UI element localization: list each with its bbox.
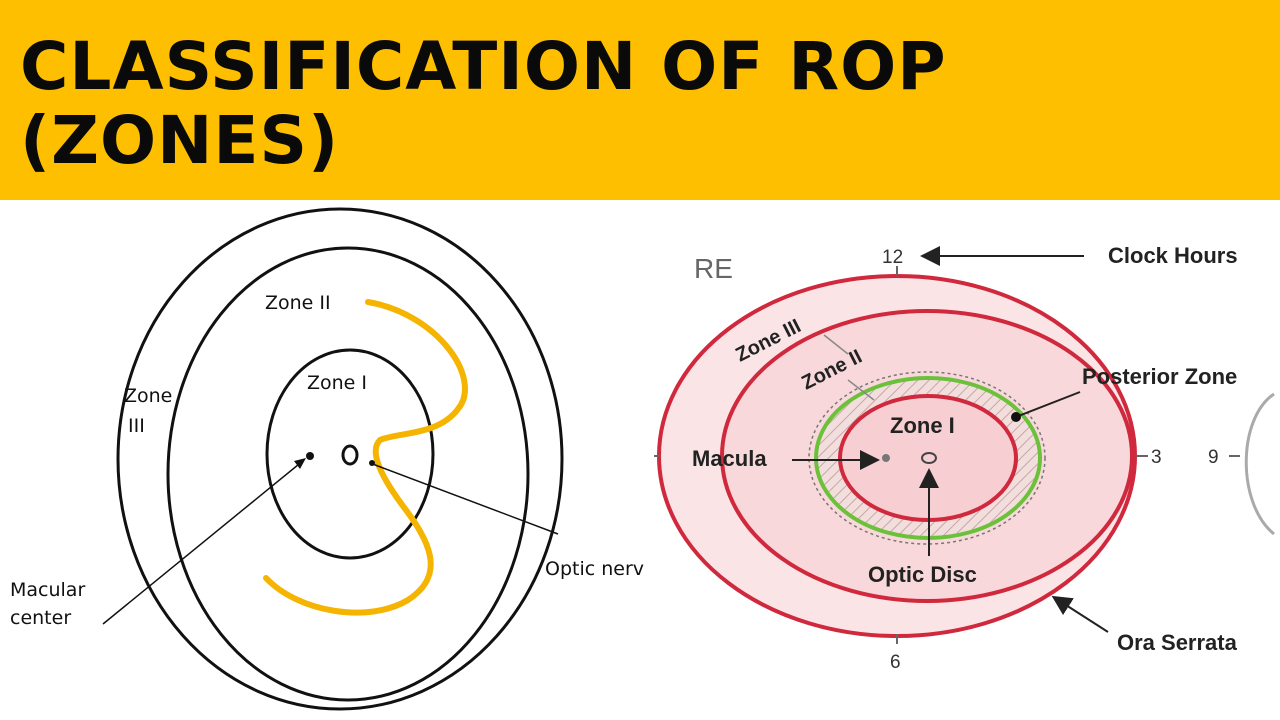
label-right-eye: RE — [694, 253, 733, 284]
posterior-zone-dotted-ellipse — [808, 371, 1046, 545]
label-optic-nerve: Optic nerv — [545, 558, 644, 580]
page-title: CLASSIFICATION OF ROP (ZONES) — [20, 30, 1260, 178]
label-clock-9: 9 — [1208, 447, 1219, 468]
optic-pointer-tip — [369, 460, 375, 466]
title-line-2: (ZONES) — [20, 102, 340, 179]
label-clock-hours: Clock Hours — [1108, 243, 1238, 268]
ora-serrata-arrow — [1051, 595, 1109, 633]
optic-pointer-line — [369, 462, 559, 535]
right-diagram-svg: RE 12 3 9 6 Clock Hours Zone III Zone II… — [654, 243, 1275, 673]
label-optic-disc: Optic Disc — [868, 562, 977, 587]
label-zone-1: Zone I — [890, 413, 955, 438]
optic-disc-ring — [921, 452, 937, 464]
left-diagram-svg: Zone II Zone I Zone III Macular center O… — [10, 207, 644, 711]
label-macular-line1: Macular — [10, 579, 85, 601]
title-banner: CLASSIFICATION OF ROP (ZONES) — [0, 0, 1280, 200]
label-zone-2: Zone II — [265, 292, 331, 314]
title-line-1: CLASSIFICATION OF ROP — [20, 28, 947, 105]
macular-pointer-arrowhead — [294, 458, 306, 469]
label-posterior-zone: Posterior Zone — [1082, 364, 1237, 389]
posterior-zone-pointer-tip — [1011, 412, 1021, 422]
left-zone-diagram: Zone II Zone I Zone III Macular center O… — [8, 204, 650, 716]
macular-pointer-line — [102, 459, 305, 625]
zone-3-outer-ellipse — [116, 207, 564, 711]
label-macula: Macula — [692, 446, 767, 471]
label-clock-3: 3 — [1151, 447, 1162, 468]
macula-dot — [882, 454, 890, 462]
macular-center-dot — [306, 452, 314, 460]
label-ora-serrata: Ora Serrata — [1117, 630, 1238, 655]
label-zone-3-line1: Zone — [124, 385, 172, 407]
label-zone-1: Zone I — [307, 372, 367, 394]
label-zone-3-line2: III — [128, 415, 145, 437]
zone-3-leader — [823, 334, 849, 355]
label-clock-6: 6 — [890, 652, 901, 673]
fellow-eye-arc — [1244, 392, 1275, 536]
zone-1-ellipse — [265, 348, 435, 560]
yellow-annotation-curve — [263, 299, 468, 616]
label-macular-line2: center — [10, 607, 71, 629]
posterior-zone-pointer — [1015, 391, 1081, 418]
label-clock-12: 12 — [882, 247, 903, 268]
optic-nerve-ring — [341, 444, 359, 466]
zone-2-ellipse — [166, 246, 530, 702]
right-zone-diagram: RE 12 3 9 6 Clock Hours Zone III Zone II… — [652, 204, 1280, 720]
zone-2-leader — [847, 379, 875, 401]
